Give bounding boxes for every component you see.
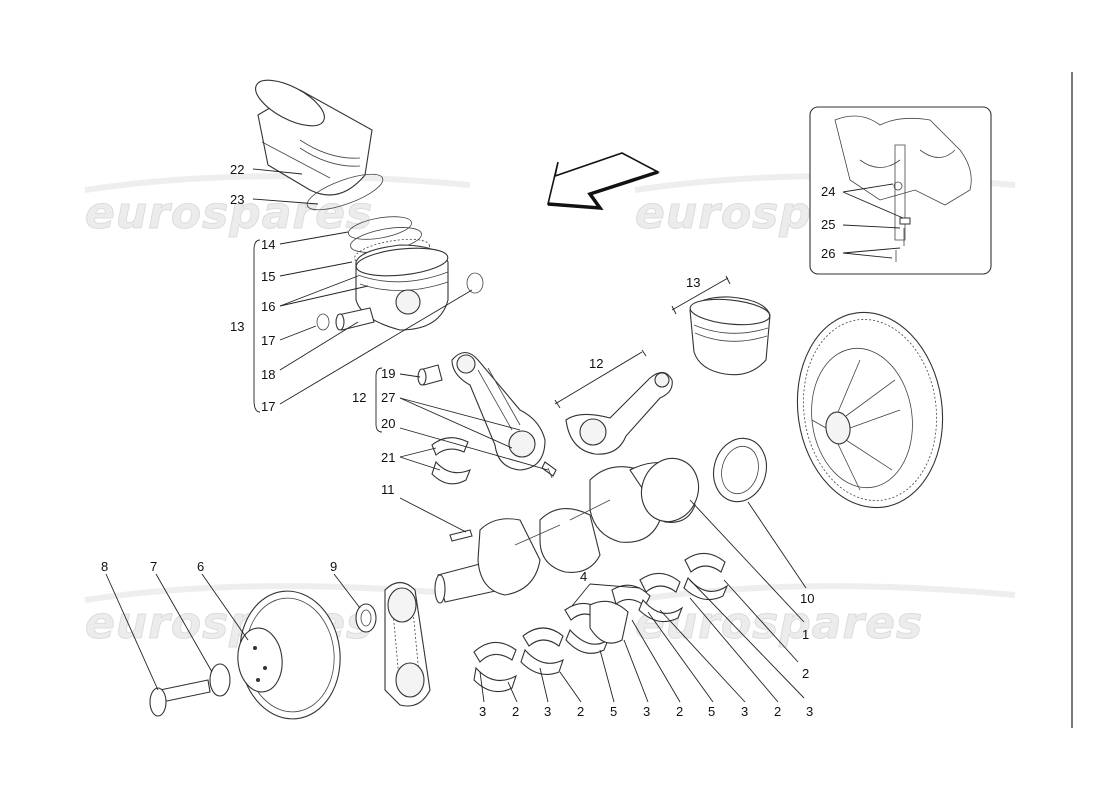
callout-26: 26 [821,246,835,261]
bottom-callout: 2 [512,704,519,719]
main-bearing-shells [473,552,729,693]
snap-ring [316,313,330,331]
callout-2: 2 [802,666,809,681]
callout-7: 7 [150,559,157,574]
connecting-rod-right [565,371,673,455]
callout-15: 15 [261,269,275,284]
callout-18: 18 [261,367,275,382]
timing-chain [384,581,431,707]
callout-1: 1 [802,627,809,642]
bottom-callout: 3 [741,704,748,719]
callout-21: 21 [381,450,395,465]
o-ring [306,173,384,211]
inset-detail [809,106,992,275]
watermark-text: eurospares [85,188,373,239]
bottom-callout: 5 [610,704,617,719]
piston-pin [335,307,375,331]
callout-27: 27 [381,390,395,405]
piston-right [689,296,771,376]
callout-17: 17 [261,333,275,348]
flywheel [796,311,944,509]
bottom-callout: 3 [643,704,650,719]
bottom-callout: 3 [479,704,486,719]
callout-20: 20 [381,416,395,431]
callout-8: 8 [101,559,108,574]
bottom-callout: 2 [676,704,683,719]
pulley-bolt [149,679,211,717]
callout-14: 14 [261,237,275,252]
callout-19: 19 [381,366,395,381]
bottom-callout: 5 [708,704,715,719]
callout-25: 25 [821,217,835,232]
rod-bearing-shells [431,437,471,485]
callout-13: 13 [230,319,244,334]
callout-11: 11 [381,482,395,497]
callout-9: 9 [330,559,337,574]
crank-pulley [237,590,341,720]
bottom-callout: 2 [774,704,781,719]
callout-16: 16 [261,299,275,314]
snap-ring [466,272,484,294]
callout-13: 13 [686,275,700,290]
callout-17: 17 [261,399,275,414]
connecting-rod-left [451,351,546,471]
callout-6: 6 [197,559,204,574]
crankshaft [434,457,700,604]
callout-23: 23 [230,192,244,207]
callout-10: 10 [800,591,814,606]
bottom-callout: 3 [544,704,551,719]
leader-lines [105,168,904,703]
piston [355,244,449,331]
crank-key [449,529,473,542]
cylinder-liner [255,79,373,196]
callout-24: 24 [821,184,835,199]
rear-oil-seal [713,437,767,503]
callout-12: 12 [589,356,603,371]
rod-bolt [541,461,557,479]
pulley-spacer [355,603,377,633]
callout-labels: 22 23 14 15 16 13 17 18 17 19 12 27 20 2… [101,162,835,719]
bottom-callout: 2 [577,704,584,719]
bottom-callout: 3 [806,704,813,719]
direction-arrow [547,152,661,211]
callout-22: 22 [230,162,244,177]
small-end-bushing [417,364,443,386]
callout-4: 4 [580,569,587,584]
pulley-washer [209,663,231,697]
callout-12: 12 [352,390,366,405]
